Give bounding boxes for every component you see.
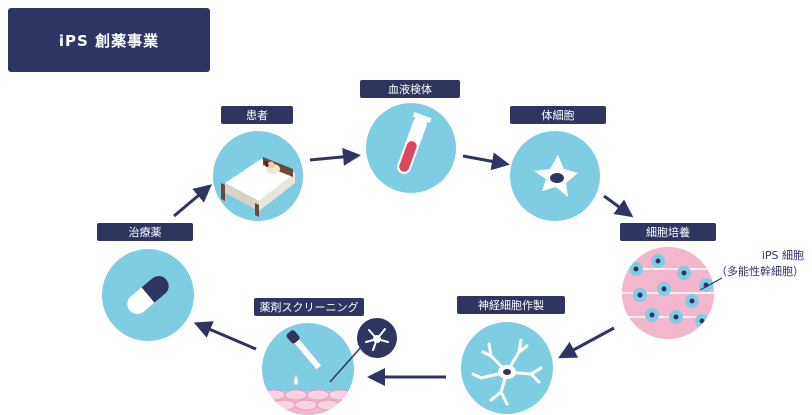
step-label-drug-screening: 薬剤スクリーニング [254,298,364,316]
step-label-cell-culture: 細胞培養 [620,223,716,241]
step-label-patient: 患者 [221,106,293,124]
patient-circle [213,131,303,221]
cell-culture-icon [622,247,714,339]
therapeutic-drug-circle [102,249,194,341]
ips-note-line2: （多能性幹細胞） [716,265,804,278]
step-label-therapeutic-drug: 治療薬 [97,223,193,241]
neuron-circle [461,322,553,414]
arrow-cell-to-culture [603,194,634,218]
page-title-text: iPS 創薬事業 [58,31,160,50]
step-label-neuron-creation: 神経細胞作製 [457,296,565,314]
arrow-blood-to-cell [462,152,510,171]
cell-icon [534,155,578,197]
arrow-culture-to-neuron [558,326,615,359]
neuron-icon-small [365,328,389,351]
ips-cell-note: iPS 細胞 （多能性幹細胞） [716,248,804,280]
neuron-zoom-badge [357,318,397,358]
blood-sample-circle [366,103,456,193]
neuron-icon [471,338,543,406]
arrow-patient-to-blood [309,147,361,166]
step-label-blood-sample: 血液検体 [360,80,460,98]
ips-note-line1: iPS 細胞 [761,249,804,262]
somatic-cell-circle [510,131,600,221]
capsule-icon [127,276,169,314]
arrow-drug-to-patient [173,184,212,218]
page-title: iPS 創薬事業 [8,8,210,72]
bed-icon [221,157,295,217]
test-tube-icon [397,112,432,174]
ips-note-leader-line [699,277,723,291]
zoom-leader-line [329,345,363,383]
arrow-screening-to-drug [193,321,257,351]
cell-culture-circle [622,247,714,339]
step-label-somatic-cell: 体細胞 [510,106,606,124]
